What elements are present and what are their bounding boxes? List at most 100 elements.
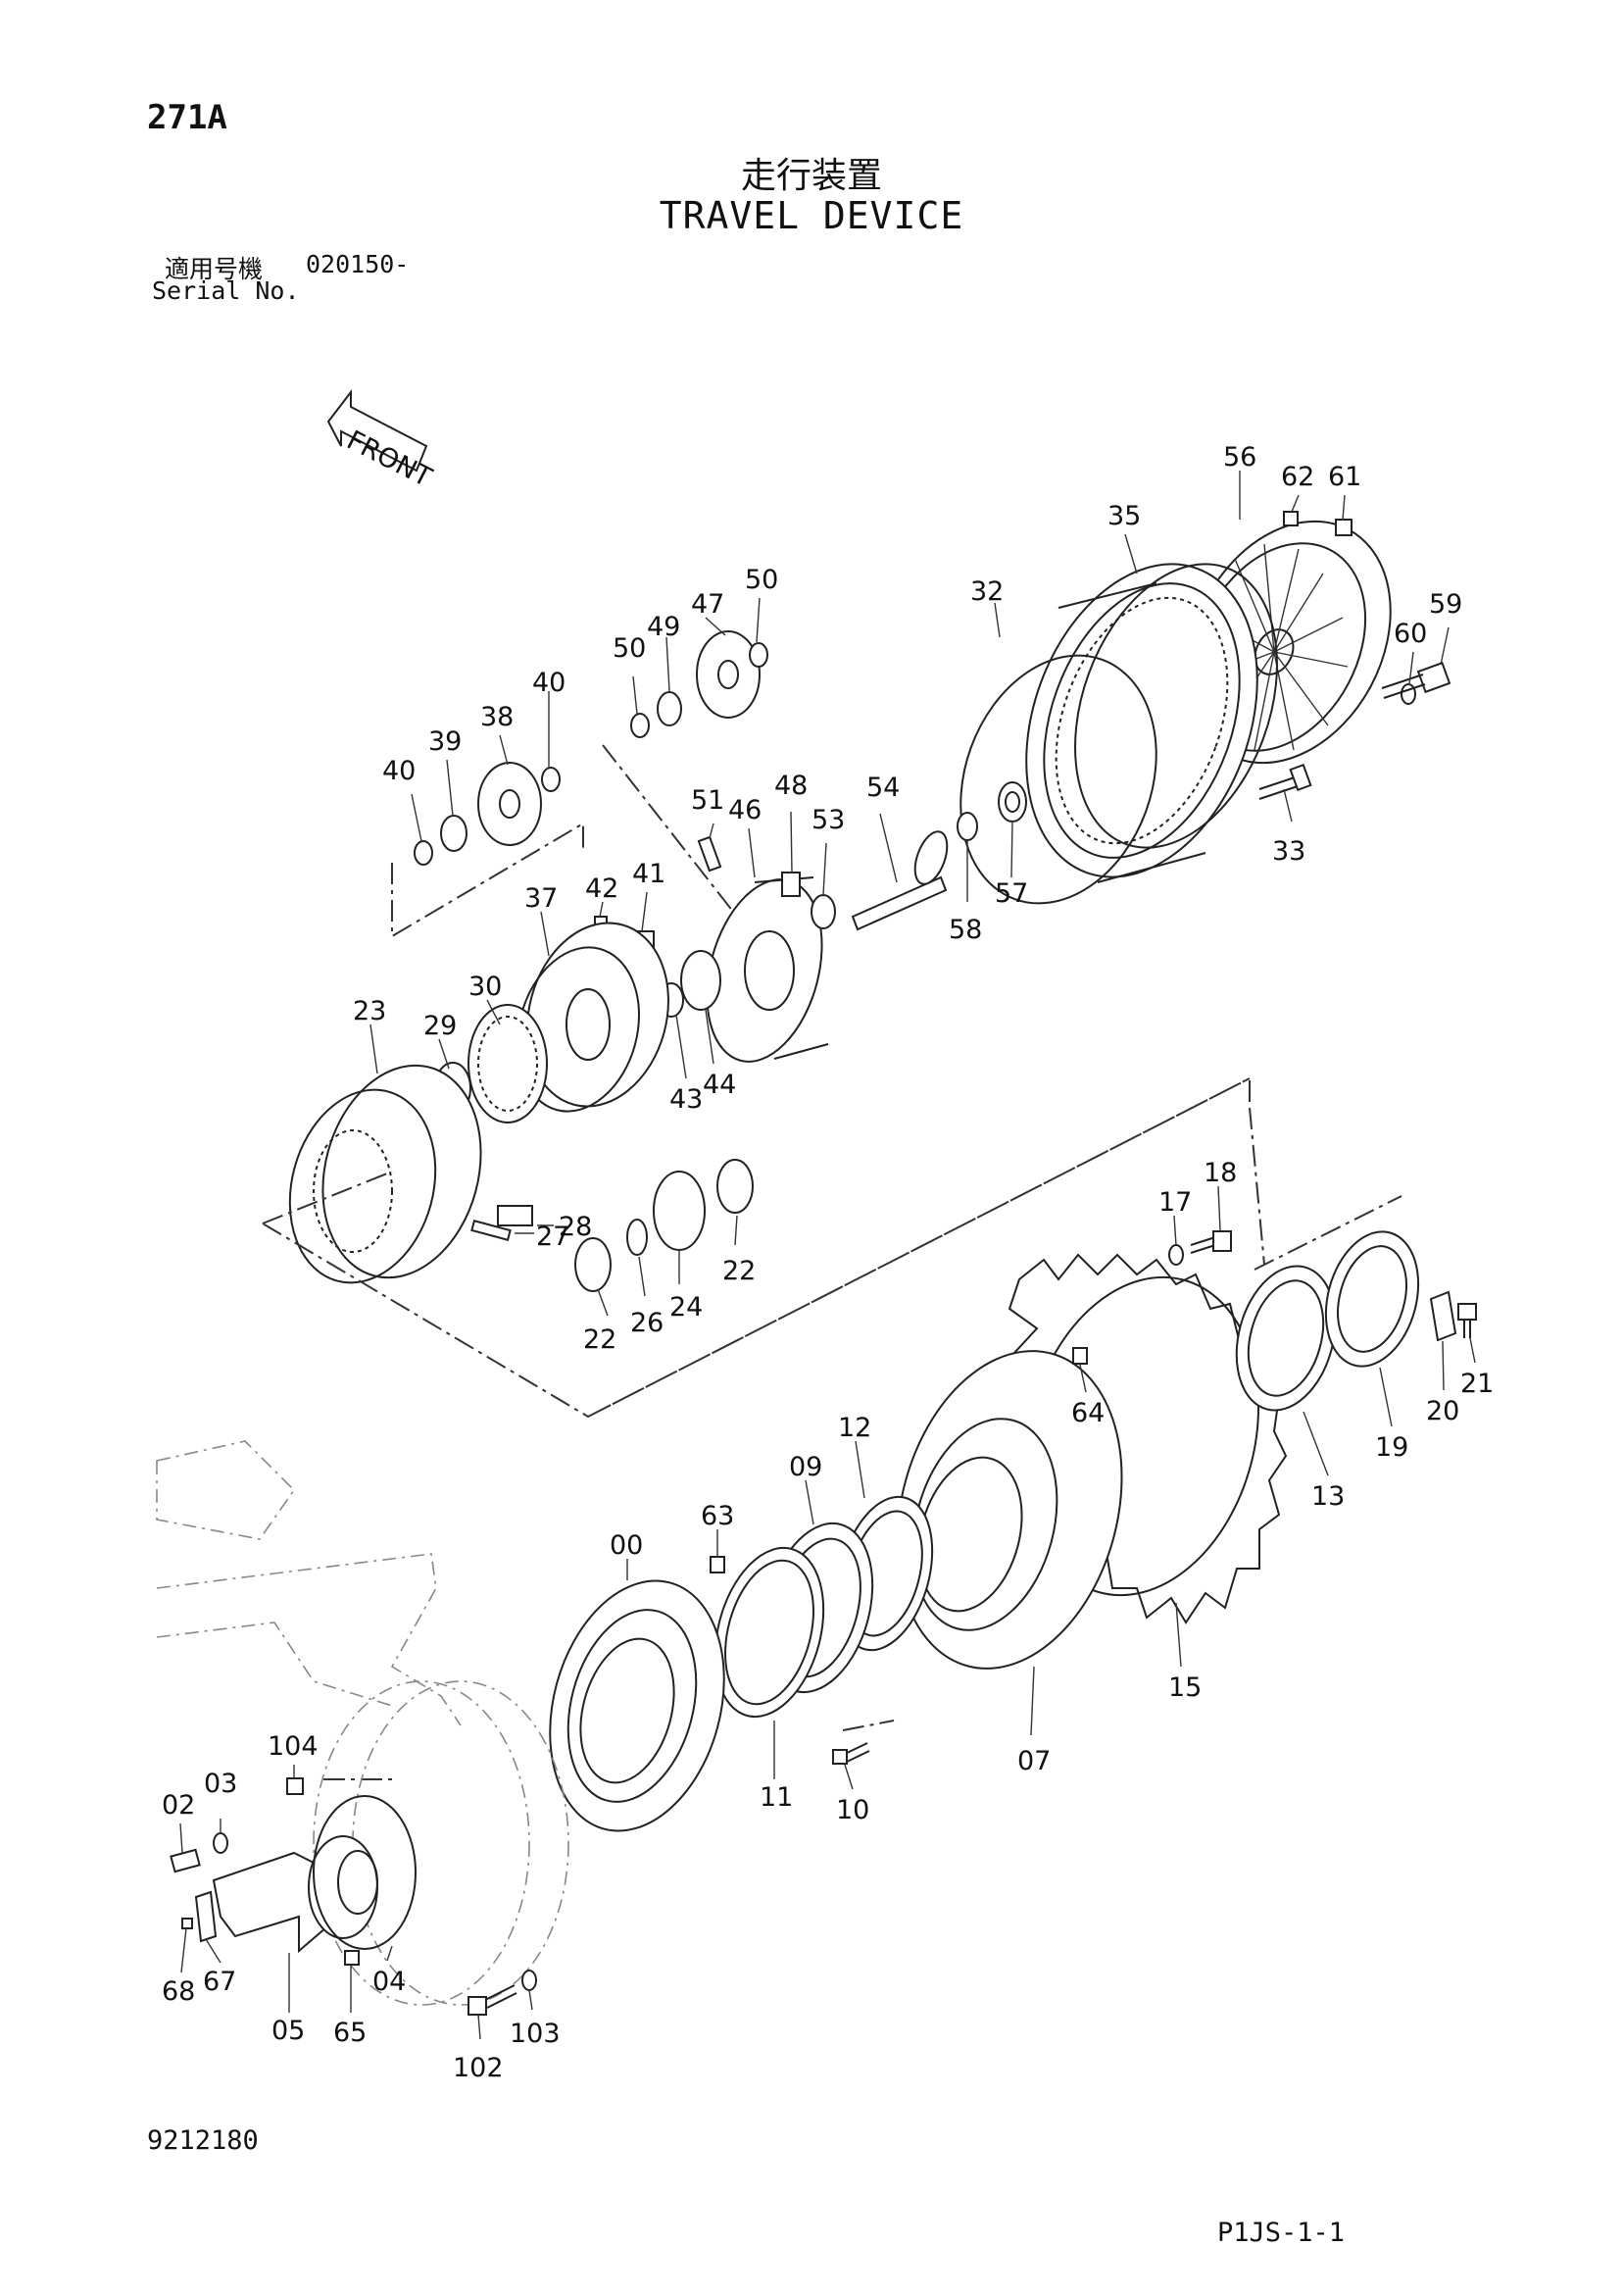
bolt-10 bbox=[832, 1742, 870, 1765]
callout-44: 44 bbox=[703, 1070, 736, 1100]
callout-60: 60 bbox=[1394, 619, 1427, 649]
callout-54: 54 bbox=[866, 773, 900, 803]
callout-22-right: 22 bbox=[722, 1256, 756, 1286]
bearing-49 bbox=[657, 691, 682, 726]
callout-40-top: 40 bbox=[532, 668, 566, 698]
plate-20 bbox=[1429, 1290, 1457, 1342]
front-arrow-icon: FRONT bbox=[326, 389, 437, 493]
callout-05: 05 bbox=[271, 2016, 305, 2046]
title-english: TRAVEL DEVICE bbox=[659, 194, 964, 237]
plug-64 bbox=[1072, 1347, 1088, 1365]
dash-line-a bbox=[602, 744, 756, 940]
title-japanese: 走行装置 bbox=[740, 156, 882, 196]
callout-29: 29 bbox=[423, 1011, 457, 1041]
gear-44 bbox=[680, 950, 721, 1011]
callout-22-left: 22 bbox=[583, 1324, 616, 1355]
washer-50a bbox=[630, 713, 650, 738]
callout-41: 41 bbox=[632, 859, 665, 889]
callout-18: 18 bbox=[1204, 1158, 1237, 1188]
callout-33: 33 bbox=[1272, 836, 1305, 867]
pin-48 bbox=[781, 872, 801, 897]
callout-10: 10 bbox=[836, 1795, 869, 1825]
serial-label-japanese: 適用号機 bbox=[165, 255, 264, 283]
ring-53 bbox=[811, 894, 836, 929]
callout-43: 43 bbox=[669, 1084, 703, 1115]
callout-28: 28 bbox=[559, 1212, 592, 1242]
bracket-67 bbox=[194, 1890, 218, 1943]
plug-65 bbox=[344, 1950, 360, 1966]
callout-67: 67 bbox=[203, 1967, 236, 1997]
o-ring-32 bbox=[959, 654, 1157, 905]
callout-46: 46 bbox=[728, 795, 762, 825]
callout-24: 24 bbox=[669, 1292, 703, 1323]
callout-38: 38 bbox=[480, 702, 514, 732]
washer-40b bbox=[541, 767, 561, 792]
bolt-33 bbox=[1258, 763, 1312, 800]
callout-102: 102 bbox=[453, 2053, 504, 2083]
callout-64: 64 bbox=[1071, 1398, 1105, 1428]
bolt-68 bbox=[181, 1918, 193, 1929]
callout-07: 07 bbox=[1017, 1746, 1051, 1776]
pin-27 bbox=[470, 1220, 512, 1241]
callout-23: 23 bbox=[353, 996, 386, 1026]
page-number: 271A bbox=[147, 98, 227, 137]
pin-51 bbox=[697, 835, 722, 873]
plug-63 bbox=[710, 1556, 725, 1573]
bolt-02 bbox=[170, 1848, 201, 1873]
seal-ring-11 bbox=[713, 1546, 825, 1719]
bearing-57 bbox=[998, 781, 1027, 823]
washer-103 bbox=[521, 1970, 537, 1991]
callout-12: 12 bbox=[838, 1413, 871, 1443]
bearing-22b bbox=[716, 1159, 754, 1214]
callout-103: 103 bbox=[510, 2019, 561, 2049]
dash-line-e bbox=[323, 1720, 895, 1780]
snap-ring-26 bbox=[626, 1219, 648, 1256]
gear-38 bbox=[477, 762, 542, 846]
gear-24 bbox=[653, 1171, 706, 1251]
serial-number-value: 020150- bbox=[306, 250, 410, 278]
callout-50-top: 50 bbox=[745, 565, 778, 595]
callout-50-left: 50 bbox=[613, 633, 646, 664]
drum-35 bbox=[1025, 563, 1278, 883]
callout-47: 47 bbox=[691, 589, 724, 620]
callout-30: 30 bbox=[468, 972, 502, 1002]
o-ring-04 bbox=[313, 1795, 417, 1950]
callout-00: 00 bbox=[610, 1530, 643, 1561]
nut-58 bbox=[957, 812, 978, 841]
callout-68: 68 bbox=[162, 1976, 195, 2007]
callout-27: 27 bbox=[536, 1222, 569, 1252]
callout-35: 35 bbox=[1107, 501, 1141, 531]
callout-37: 37 bbox=[524, 883, 558, 914]
callout-13: 13 bbox=[1311, 1481, 1345, 1512]
callout-03: 03 bbox=[204, 1769, 237, 1799]
callout-02: 02 bbox=[162, 1790, 195, 1821]
callout-56: 56 bbox=[1223, 442, 1256, 473]
washer-40a bbox=[414, 840, 433, 866]
callout-61: 61 bbox=[1328, 462, 1361, 492]
bearing-22a bbox=[574, 1237, 612, 1292]
bolt-21 bbox=[1457, 1303, 1477, 1338]
callout-04: 04 bbox=[372, 1967, 406, 1997]
washer-60 bbox=[1401, 683, 1416, 705]
drawing-number: 9212180 bbox=[147, 2125, 259, 2156]
bearing-13 bbox=[1235, 1265, 1337, 1412]
callout-11: 11 bbox=[760, 1782, 793, 1813]
callout-57: 57 bbox=[995, 878, 1028, 909]
bolt-102 bbox=[467, 1984, 517, 2016]
callout-104: 104 bbox=[268, 1731, 319, 1762]
callout-39: 39 bbox=[428, 726, 462, 757]
dash-line-c bbox=[262, 1076, 1251, 1419]
washer-50b bbox=[749, 642, 768, 668]
callout-20: 20 bbox=[1426, 1396, 1459, 1426]
callout-63: 63 bbox=[701, 1501, 734, 1531]
callout-15: 15 bbox=[1168, 1672, 1202, 1703]
leader-lines bbox=[179, 471, 1476, 2040]
washer-17 bbox=[1168, 1244, 1184, 1266]
callout-42: 42 bbox=[585, 873, 618, 904]
plug-61 bbox=[1335, 519, 1352, 536]
callout-48: 48 bbox=[774, 771, 808, 801]
bolt-18 bbox=[1190, 1230, 1232, 1254]
callout-09: 09 bbox=[789, 1452, 822, 1482]
plug-104 bbox=[286, 1777, 304, 1795]
